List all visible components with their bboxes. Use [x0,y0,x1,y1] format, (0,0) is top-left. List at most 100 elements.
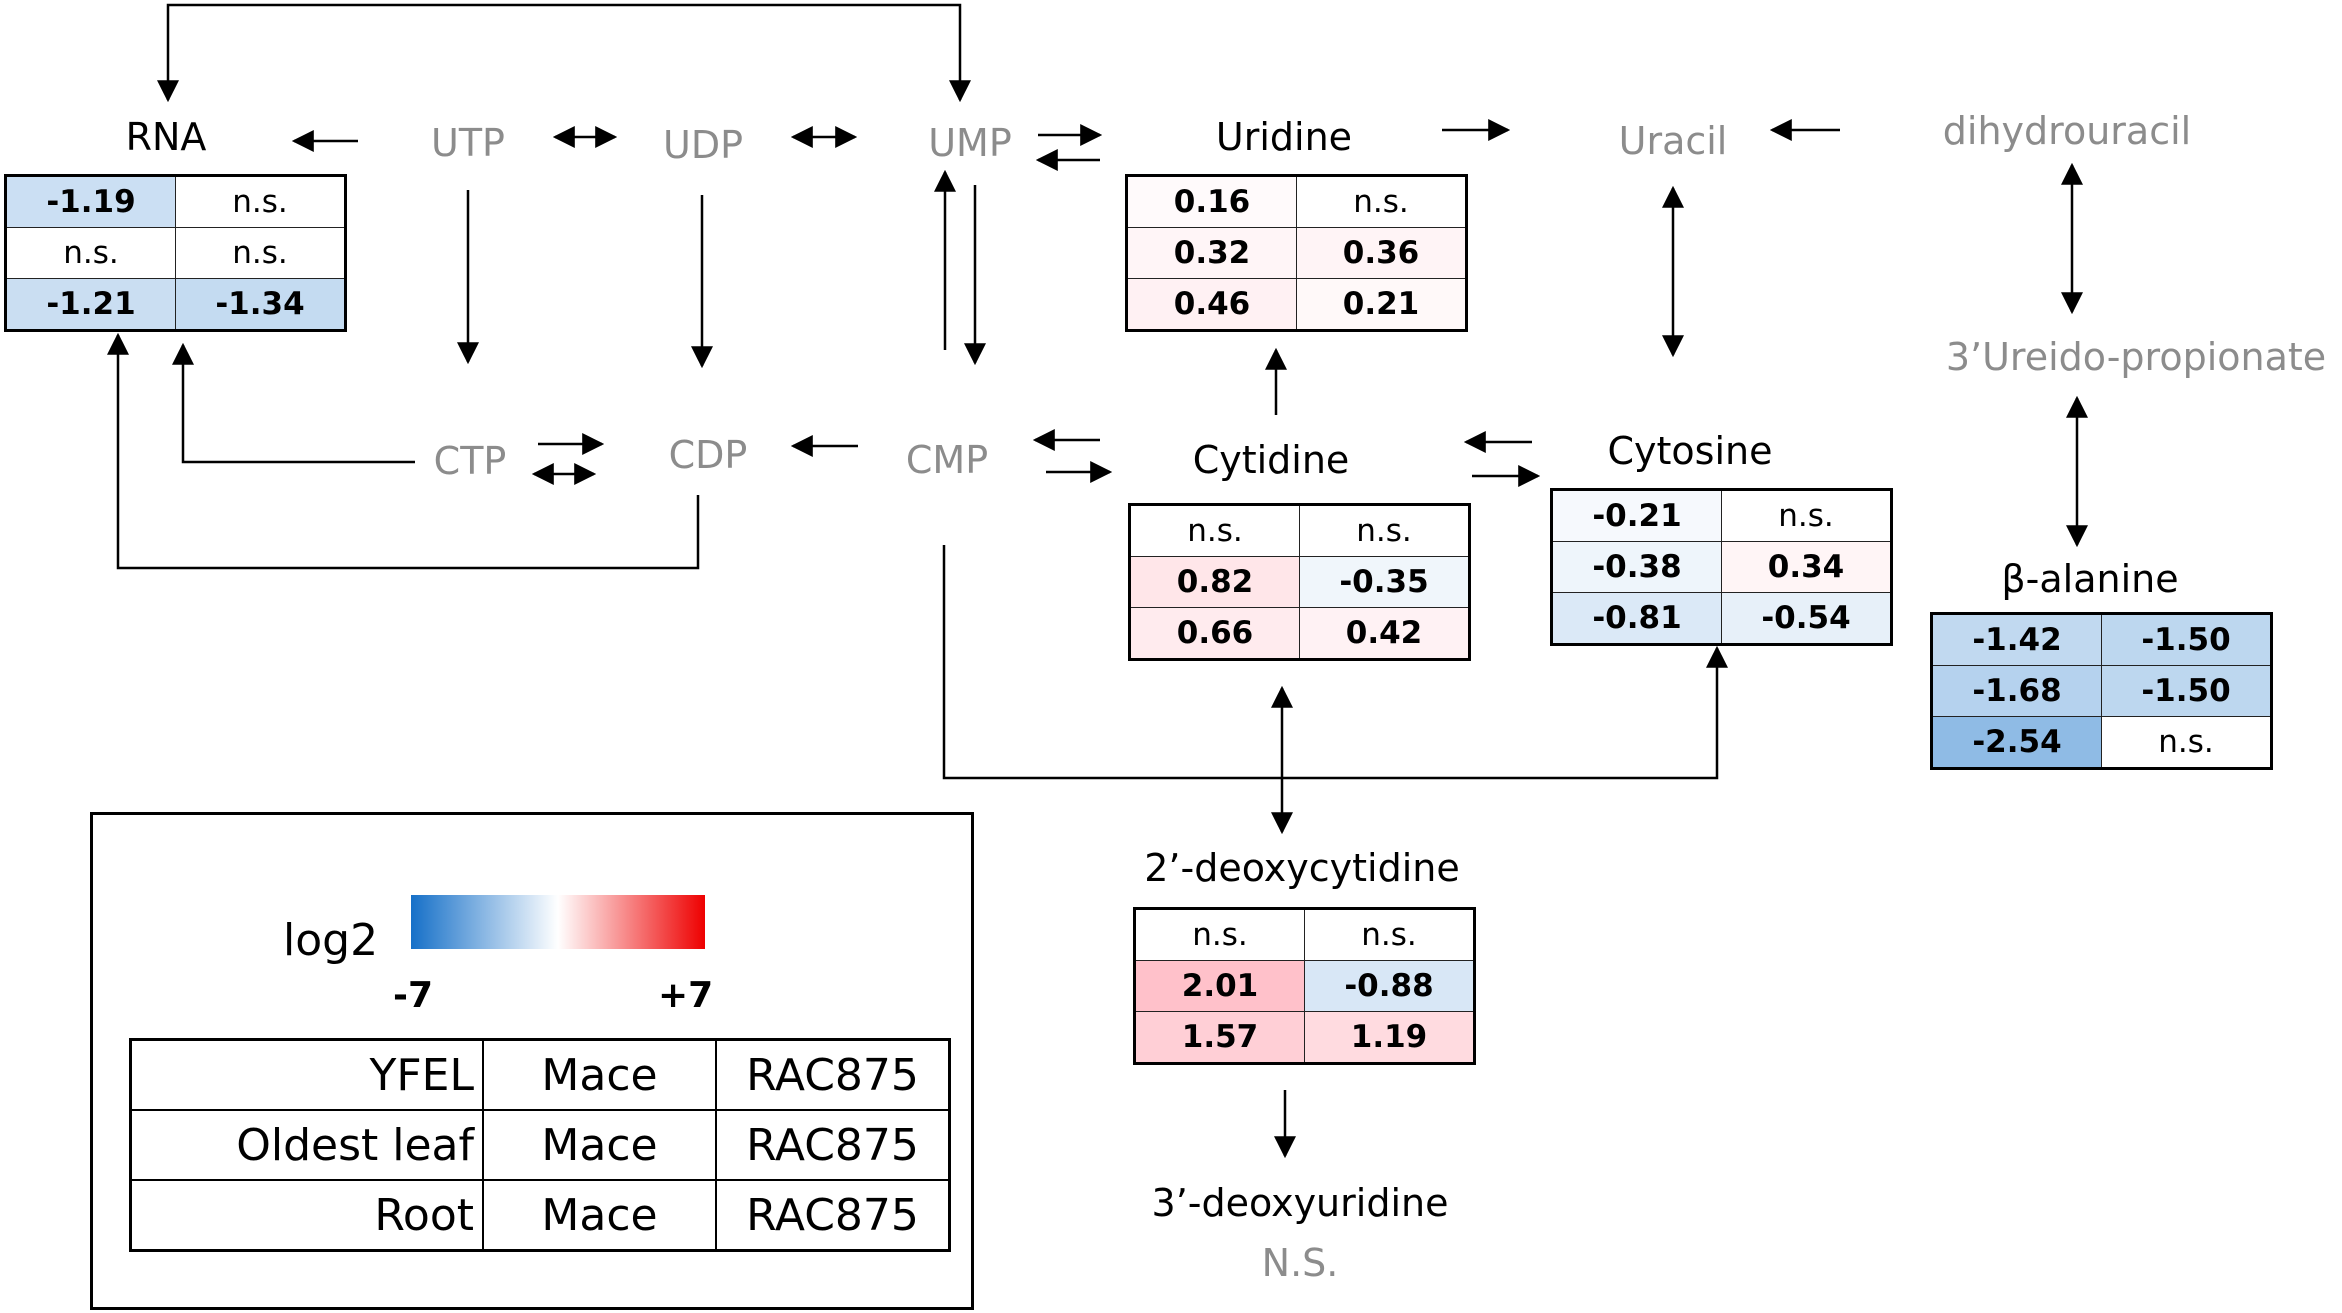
value-cell: -0.88 [1304,960,1475,1012]
value-cell: -0.81 [1551,592,1722,645]
metabolite-cytosine: Cytosine [1607,429,1773,473]
legend-cultivar: Mace [482,1179,717,1252]
metabolite-cdp: CDP [668,433,748,477]
value-cell: -1.42 [1931,613,2102,666]
value-cell: n.s. [1304,908,1475,961]
value-row: n.s.n.s. [1129,504,1470,557]
value-cell: n.s. [2101,716,2272,769]
metabolite-rna: RNA [125,115,207,159]
legend-row: Root Mace RAC875 [129,1179,951,1252]
value-cell: -1.34 [175,278,346,331]
value-cell: -1.21 [5,278,176,331]
value-cell: n.s. [1296,175,1467,228]
metabolite-ureido-propionate: 3’Ureido-propionate [1945,335,2327,379]
legend-cultivar: Mace [482,1109,717,1181]
value-cell: -0.21 [1551,489,1722,542]
legend-layout-table: YFEL Mace RAC875 Oldest leaf Mace RAC875… [129,1038,951,1252]
legend-row: YFEL Mace RAC875 [129,1038,951,1111]
value-cell: n.s. [1129,504,1300,557]
value-cell: n.s. [1299,504,1470,557]
value-cell: 0.46 [1126,278,1297,331]
metabolite-ump: UMP [928,121,1012,165]
value-cell: n.s. [1134,908,1305,961]
legend-tissue: YFEL [129,1038,484,1111]
legend-tissue: Root [129,1179,484,1252]
metabolite-ctp: CTP [433,439,507,483]
value-cell: 0.36 [1296,227,1467,279]
legend-scale-min: -7 [393,975,433,1016]
legend-cultivar: Mace [482,1038,717,1111]
metabolite-utp: UTP [431,121,505,165]
value-cell: n.s. [5,227,176,279]
legend-tissue: Oldest leaf [129,1109,484,1181]
value-row: 0.82-0.35 [1129,556,1470,608]
legend-row: Oldest leaf Mace RAC875 [129,1109,951,1181]
value-cell: 2.01 [1134,960,1305,1012]
value-cell: 0.42 [1299,607,1470,660]
ctp-to-rna-line [172,342,415,464]
value-cell: -1.50 [2101,613,2272,666]
metabolite-uridine: Uridine [1215,115,1353,159]
value-cell: -1.68 [1931,665,2102,717]
legend-cultivar: RAC875 [715,1179,951,1252]
legend-scale-label: log2 [283,915,379,966]
value-cell: 1.19 [1304,1011,1475,1064]
legend-scale-max: +7 [658,975,714,1016]
value-row: -0.81-0.54 [1551,592,1892,645]
ump-rna-loop [157,3,971,103]
value-cell: -2.54 [1931,716,2102,769]
value-cell: -0.54 [1721,592,1892,645]
value-cell: 0.16 [1126,175,1297,228]
deoxyuridine-status: N.S. [1261,1241,1339,1285]
legend-box: log2 -7 +7 YFEL Mace RAC875 Oldest leaf … [90,812,974,1310]
value-row: n.s.n.s. [5,227,346,279]
value-row: 2.01-0.88 [1134,960,1475,1012]
value-cell: n.s. [1721,489,1892,542]
metabolite-3-deoxyuridine: 3’-deoxyuridine [1151,1181,1449,1225]
value-row: -1.42-1.50 [1931,613,2272,666]
value-cell: n.s. [175,227,346,279]
metabolite-uracil: Uracil [1618,119,1728,163]
metabolite-cmp: CMP [905,438,989,482]
value-cell: n.s. [175,175,346,228]
value-cell: 0.34 [1721,541,1892,593]
value-cell: 0.32 [1126,227,1297,279]
value-cell: -1.50 [2101,665,2272,717]
value-cell: -1.19 [5,175,176,228]
metabolite-dihydrouracil: dihydrouracil [1942,109,2192,153]
value-cell: 1.57 [1134,1011,1305,1064]
value-cell: -0.35 [1299,556,1470,608]
value-cell: -0.38 [1551,541,1722,593]
legend-color-scale [411,895,705,949]
value-cell: 0.66 [1129,607,1300,660]
cmp-to-cytosine-line [942,545,1728,780]
value-row: n.s.n.s. [1134,908,1475,961]
cdp-to-rna-line [107,332,700,570]
metabolite-cytidine: Cytidine [1192,438,1350,482]
metabolite-beta-alanine: β-alanine [2001,557,2179,601]
value-row: -1.21-1.34 [5,278,346,331]
metabolite-2-deoxycytidine: 2’-deoxycytidine [1144,846,1460,890]
value-cell: 0.21 [1296,278,1467,331]
value-row: -1.68-1.50 [1931,665,2272,717]
value-cell: 0.82 [1129,556,1300,608]
legend-cultivar: RAC875 [715,1109,951,1181]
metabolite-udp: UDP [663,123,743,167]
legend-cultivar: RAC875 [715,1038,951,1111]
